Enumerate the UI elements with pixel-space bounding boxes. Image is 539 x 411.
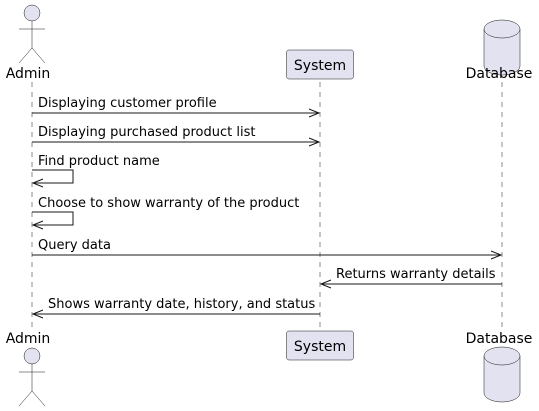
participant-admin-bottom: Admin — [6, 331, 51, 407]
message-6: Returns warranty details — [319, 267, 502, 289]
message-label: Displaying purchased product list — [38, 125, 255, 140]
message-7: Shows warranty date, history, and status — [31, 297, 320, 319]
arrow-head — [319, 279, 332, 289]
participant-label: System — [294, 58, 346, 74]
participant-system-bottom: System — [286, 330, 354, 361]
participant-bottom-box — [286, 330, 354, 361]
actor-bottom-head — [23, 347, 41, 365]
message-5: Query data — [32, 238, 503, 260]
lifelines — [31, 82, 503, 330]
message-label: Returns warranty details — [336, 267, 496, 282]
participant-top-box — [286, 49, 354, 80]
arrow-head — [31, 309, 44, 319]
message-2: Displaying purchased product list — [32, 125, 321, 147]
database-bottom-cylinder — [483, 346, 521, 403]
self-message-line — [32, 169, 74, 184]
message-3: Find product name — [31, 154, 160, 188]
arrow-head — [308, 137, 321, 147]
actor-bottom-legs — [18, 390, 46, 407]
database-label: Database — [466, 66, 533, 82]
participant-system-top: System — [286, 49, 354, 80]
message-1: Displaying customer profile — [32, 96, 321, 118]
arrow-head — [31, 178, 44, 188]
message-label: Choose to show warranty of the product — [38, 196, 299, 211]
database-top-cylinder-rim — [483, 28, 521, 39]
self-message-line — [32, 211, 74, 226]
participant-admin-top: Admin — [6, 4, 51, 82]
arrow-head — [490, 250, 503, 260]
participant-database-top: Database — [466, 19, 533, 82]
actor-label: Admin — [6, 331, 51, 347]
actor-top-legs — [18, 47, 46, 64]
actor-label: Admin — [6, 66, 51, 82]
participant-label: System — [294, 339, 346, 355]
arrow-head — [308, 108, 321, 118]
actor-top-head — [23, 4, 41, 22]
message-4: Choose to show warranty of the product — [31, 196, 299, 230]
message-label: Shows warranty date, history, and status — [48, 297, 315, 312]
participant-database-bottom: Database — [466, 331, 533, 403]
message-label: Find product name — [38, 154, 160, 169]
message-label: Query data — [38, 238, 111, 253]
database-bottom-cylinder-rim — [483, 355, 521, 366]
message-label: Displaying customer profile — [38, 96, 217, 111]
arrow-head — [31, 220, 44, 230]
database-label: Database — [466, 331, 533, 347]
